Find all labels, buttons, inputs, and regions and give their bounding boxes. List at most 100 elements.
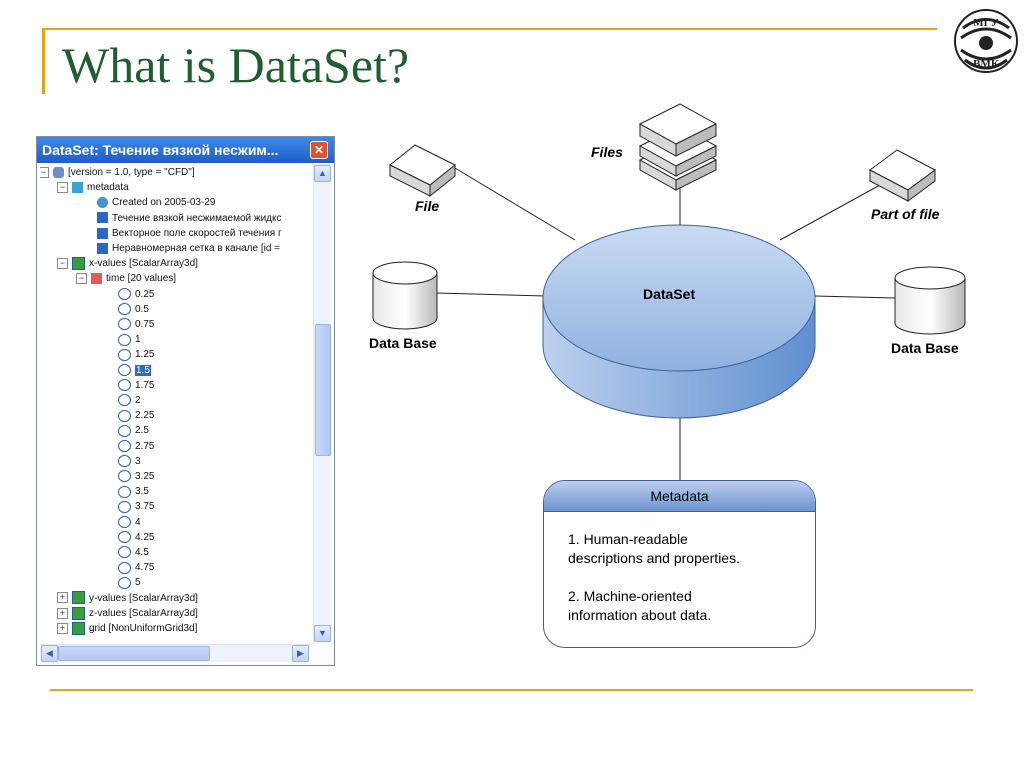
time-value-item[interactable]: 0.5 [118, 302, 149, 317]
tree-row[interactable]: −time [20 values] [76, 271, 176, 286]
time-value-item[interactable]: 2.75 [118, 439, 154, 454]
node-icon [118, 455, 131, 468]
time-value-item[interactable]: 0.75 [118, 317, 154, 332]
tree-row[interactable]: + z-values [ScalarArray3d] [57, 606, 198, 621]
vertical-scroll-thumb[interactable] [315, 324, 331, 456]
tree-row-label: grid [NonUniformGrid3d] [89, 623, 198, 634]
time-value-item[interactable]: 4.5 [118, 545, 149, 560]
scroll-up-icon[interactable]: ▲ [314, 165, 331, 182]
node-icon [118, 531, 131, 544]
document-icon [97, 242, 108, 254]
metadata-item-1-line-1: 1. Human-readable [568, 531, 688, 547]
tree-row-label: 3 [135, 455, 141, 467]
node-icon [118, 318, 131, 331]
metadata-item-1-line-2: descriptions and properties. [568, 550, 740, 566]
time-value-item[interactable]: 1 [118, 332, 141, 347]
tree-row[interactable]: − x-values [ScalarArray3d] [57, 256, 198, 271]
tree-row-label: 1.25 [135, 349, 155, 361]
slide-title: What is DataSet? [62, 37, 410, 93]
node-icon [118, 287, 131, 300]
time-value-item[interactable]: 3.25 [118, 469, 154, 484]
metadata-item-2-line-1: 2. Machine-oriented [568, 588, 692, 604]
tree-row-label: 3.25 [135, 471, 155, 482]
scroll-down-icon[interactable]: ▼ [314, 625, 331, 642]
tree-row[interactable]: Created on 2005-03-29 [97, 195, 215, 210]
tree-row-label: 3.5 [135, 486, 149, 498]
tree-row-label: Created on 2005-03-29 [112, 197, 216, 209]
tree-row[interactable]: − [version = 1.0, type = "CFD"] [40, 165, 195, 180]
tree-row-label: 1.5 [135, 364, 151, 376]
file-label: File [415, 198, 440, 214]
collapse-icon[interactable]: − [57, 182, 68, 194]
tree-row-label: x-values [ScalarArray3d] [89, 258, 198, 270]
tree-row-label: 4.5 [135, 547, 149, 558]
close-icon[interactable]: ✕ [310, 141, 328, 159]
tree-row-label: 4.75 [135, 562, 155, 574]
metadata-header: Metadata [544, 481, 815, 512]
node-icon [118, 515, 131, 528]
node-icon [118, 470, 131, 483]
time-value-item[interactable]: 0.25 [118, 287, 154, 302]
tree-row[interactable]: Векторное поле скоростей течения г [97, 226, 282, 241]
tree-row[interactable]: Неравномерная сетка в канале [id = [97, 241, 280, 256]
tree-row-label: 2.25 [135, 410, 155, 422]
time-value-item[interactable]: 3.75 [118, 499, 154, 514]
node-icon [118, 333, 131, 346]
tree-row[interactable]: Течение вязкой несжимаемой жидкс [97, 211, 281, 226]
node-icon [118, 546, 131, 559]
tree-row-label: 4.25 [135, 531, 155, 543]
time-value-item[interactable]: 5 [118, 575, 141, 590]
tree-row-label: 0.5 [135, 303, 149, 315]
collapse-icon[interactable]: − [76, 273, 87, 285]
tree-row[interactable]: +y-values [ScalarArray3d] [57, 591, 198, 606]
expand-icon[interactable]: + [57, 622, 68, 634]
vertical-scrollbar[interactable]: ▲ ▼ [313, 164, 331, 643]
horizontal-scrollbar[interactable]: ◀ ▶ [40, 644, 310, 662]
node-icon [118, 379, 131, 392]
dataset-label: DataSet [643, 286, 696, 302]
created-icon [97, 197, 108, 209]
tree-row[interactable]: + grid [NonUniformGrid3d] [57, 621, 197, 636]
time-value-item[interactable]: 4.75 [118, 560, 154, 575]
tree-row-label: 2.75 [135, 440, 155, 452]
metadata-box: Metadata 1. Human-readable descriptions … [543, 480, 816, 648]
grid-icon [91, 273, 102, 285]
collapse-icon[interactable]: − [57, 258, 68, 270]
tree-row-label: 1.75 [135, 379, 155, 391]
tree-row-label: z-values [ScalarArray3d] [89, 607, 198, 619]
time-value-item[interactable]: 4 [118, 515, 141, 530]
svg-text:МГУ: МГУ [973, 17, 998, 29]
expand-icon[interactable]: + [57, 607, 68, 619]
expand-icon[interactable]: + [57, 592, 68, 604]
cube-icon [72, 621, 85, 635]
tree-row[interactable]: − metadata [57, 180, 129, 195]
time-value-item[interactable]: 2.25 [118, 408, 154, 423]
tree-row-label: 5 [135, 577, 141, 589]
node-icon [118, 303, 131, 316]
time-value-item[interactable]: 3 [118, 454, 141, 469]
collapse-icon[interactable]: − [40, 166, 49, 178]
time-value-item[interactable]: 1.5 [118, 363, 151, 378]
time-value-item[interactable]: 2 [118, 393, 141, 408]
part-of-file-icon [869, 149, 936, 202]
scroll-right-icon[interactable]: ▶ [292, 645, 309, 662]
horizontal-scroll-thumb[interactable] [58, 646, 210, 661]
database-icon [53, 166, 64, 178]
time-value-item[interactable]: 1.75 [118, 378, 154, 393]
tree-row-label: [version = 1.0, type = "CFD"] [68, 167, 195, 178]
node-icon [118, 424, 131, 437]
window-title: DataSet: Течение вязкой несжим... [42, 142, 279, 158]
document-icon [97, 227, 108, 239]
tree-row-label: metadata [87, 182, 129, 194]
dataset-disk [542, 224, 816, 419]
window-title-bar[interactable]: DataSet: Течение вязкой несжим... ✕ [37, 137, 334, 163]
scroll-left-icon[interactable]: ◀ [41, 645, 58, 662]
time-value-item[interactable]: 2.5 [118, 423, 149, 438]
files-stack-icon [638, 103, 718, 191]
tree-row-label: Течение вязкой несжимаемой жидкс [112, 212, 282, 224]
time-value-item[interactable]: 4.25 [118, 530, 154, 545]
time-value-item[interactable]: 1.25 [118, 347, 154, 362]
node-icon [118, 348, 131, 361]
time-value-item[interactable]: 3.5 [118, 484, 149, 499]
